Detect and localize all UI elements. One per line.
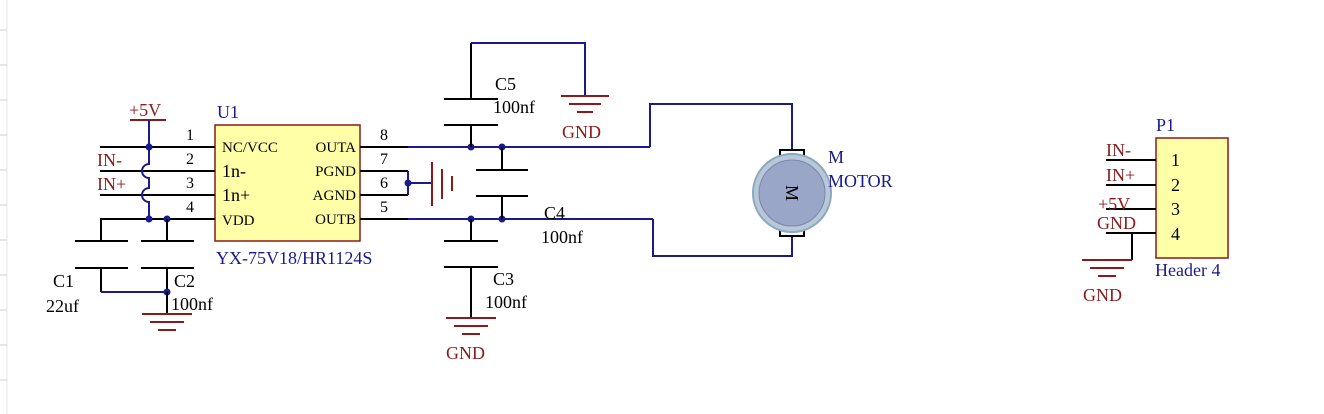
gnd-c5-label: GND bbox=[562, 122, 601, 142]
u1-pin4-name: VDD bbox=[222, 213, 255, 229]
net-label-in-minus: IN- bbox=[97, 150, 122, 170]
p1-net-label-5v: +5V bbox=[1098, 194, 1130, 214]
motor-ref: M bbox=[828, 147, 844, 167]
outb-to-motor-wire bbox=[652, 219, 793, 257]
u1-ref: U1 bbox=[217, 102, 239, 122]
gnd-symbol-c3: GND bbox=[446, 317, 496, 363]
net-label-5v: +5V bbox=[129, 100, 161, 120]
motor[interactable]: M M MOTOR bbox=[752, 147, 893, 237]
p1-net-label-in-plus: IN+ bbox=[1106, 165, 1135, 185]
u1-pin3-name: 1n+ bbox=[222, 185, 250, 205]
margin-ruler bbox=[0, 0, 8, 414]
capacitor-c3[interactable]: C3 100nf bbox=[444, 219, 527, 318]
u1-pin8-name: OUTA bbox=[316, 140, 357, 156]
c4-ref: C4 bbox=[544, 203, 565, 223]
u1-pin3-number: 3 bbox=[186, 175, 194, 192]
u1-pin8-number: 8 bbox=[380, 127, 388, 144]
p1-body bbox=[1155, 137, 1229, 259]
p1-net-label-gnd: GND bbox=[1097, 213, 1136, 233]
u1-chip[interactable]: U1 YX-75V18/HR1124S 1 2 3 4 NC/VCC 1n- 1… bbox=[100, 102, 408, 268]
u1-pin6-name: AGND bbox=[313, 188, 356, 204]
junction-pin1 bbox=[145, 143, 153, 151]
motor-symbol: M bbox=[782, 185, 802, 201]
vcc-vdd-link-wire bbox=[141, 147, 150, 219]
header-p1[interactable]: P1 Header 4 1 2 3 4 IN- IN+ +5V GND bbox=[1097, 115, 1229, 280]
c5-value: 100nf bbox=[493, 97, 535, 117]
u1-pin2-number: 2 bbox=[186, 151, 194, 168]
net-label-in-plus: IN+ bbox=[97, 174, 126, 194]
capacitor-c2[interactable]: C2 100nf bbox=[141, 219, 213, 314]
power-5v-port[interactable]: +5V bbox=[129, 100, 166, 147]
u1-pin5-name: OUTB bbox=[315, 212, 356, 228]
motor-body bbox=[758, 159, 826, 227]
c2-value: 100nf bbox=[171, 294, 213, 314]
c3-ref: C3 bbox=[493, 269, 514, 289]
gnd-p1-label: GND bbox=[1083, 285, 1122, 305]
u1-pin7-name: PGND bbox=[315, 164, 356, 180]
p1-pin1-number: 1 bbox=[1171, 150, 1180, 170]
capacitor-c4[interactable]: C4 100nf bbox=[476, 147, 583, 247]
c1-ref: C1 bbox=[53, 271, 74, 291]
junction-pin4-a bbox=[145, 215, 153, 223]
p1-pin3-number: 3 bbox=[1171, 199, 1180, 219]
u1-part-number: YX-75V18/HR1124S bbox=[216, 248, 372, 268]
u1-pin4-number: 4 bbox=[186, 199, 194, 216]
capacitor-c5[interactable]: C5 100nf bbox=[444, 43, 535, 147]
motor-name: MOTOR bbox=[828, 171, 893, 191]
c5-ground-wire bbox=[471, 42, 586, 96]
gnd-symbol-c2 bbox=[142, 292, 192, 331]
c4-value: 100nf bbox=[541, 227, 583, 247]
gnd-symbol-p1: GND bbox=[1082, 259, 1132, 305]
u1-pin5-number: 5 bbox=[380, 199, 388, 216]
capacitor-c1[interactable]: C1 22uf bbox=[46, 219, 128, 316]
p1-pin4-number: 4 bbox=[1171, 224, 1180, 244]
c1-value: 22uf bbox=[46, 296, 79, 316]
outa-to-motor-wire bbox=[649, 103, 793, 150]
p1-pin2-number: 2 bbox=[1171, 175, 1180, 195]
p1-ref: P1 bbox=[1156, 115, 1175, 135]
u1-pin7-number: 7 bbox=[380, 151, 388, 168]
c5-ref: C5 bbox=[495, 74, 516, 94]
u1-pin1-name: NC/VCC bbox=[222, 140, 278, 156]
u1-pin2-name: 1n- bbox=[222, 161, 246, 181]
u1-pin6-number: 6 bbox=[380, 175, 388, 192]
u1-body bbox=[214, 124, 361, 242]
c2-ref: C2 bbox=[174, 271, 195, 291]
gnd-c3-label: GND bbox=[446, 343, 485, 363]
c3-value: 100nf bbox=[485, 292, 527, 312]
u1-pin1-number: 1 bbox=[186, 127, 194, 144]
p1-name: Header 4 bbox=[1155, 260, 1220, 280]
gnd-symbol-c5: GND bbox=[561, 95, 609, 142]
gnd-symbol-pgnd bbox=[431, 162, 453, 206]
p1-net-label-in-minus: IN- bbox=[1106, 140, 1131, 160]
